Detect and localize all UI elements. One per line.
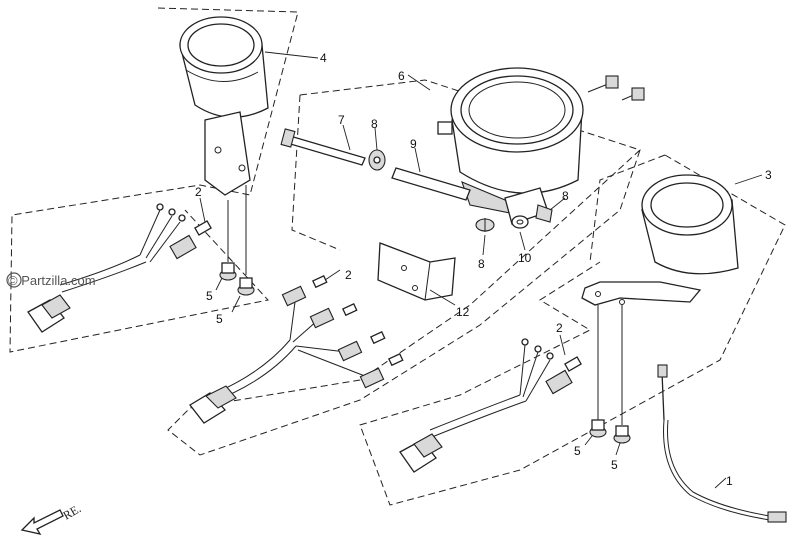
bolt-long (280, 128, 366, 166)
callout-gauge-center: 6 (398, 69, 405, 83)
watermark-text: © Partzilla.com (8, 273, 96, 288)
callout-wire-harness-center: 2 (345, 268, 352, 282)
callout-gauge-left: 4 (320, 51, 327, 65)
leader-lines (199, 51, 763, 489)
front-arrow-icon (20, 509, 64, 535)
gauge-left (179, 16, 269, 196)
gauge-right (581, 174, 739, 306)
copyright-symbol-icon (6, 272, 22, 288)
screw-left-2 (237, 185, 255, 296)
callout-nut-lower: 8 (478, 257, 485, 271)
screw-right-1 (589, 305, 607, 438)
callout-screw-left-1: 5 (206, 289, 213, 303)
bolt-top-right-2 (621, 87, 645, 101)
spacer (391, 167, 471, 201)
nut-right (535, 204, 553, 223)
callout-wire-harness-left: 2 (195, 185, 202, 199)
callout-cable: 1 (726, 474, 733, 488)
wire-harness-left (27, 203, 212, 333)
callout-bracket-cover: 12 (456, 305, 470, 319)
callout-spacer: 9 (410, 137, 417, 151)
screw-left-1 (219, 200, 237, 281)
wire-harness-center (189, 274, 404, 424)
callout-nut-top: 8 (371, 117, 378, 131)
wire-harness-right (399, 338, 582, 473)
group-outline-left (9, 7, 299, 353)
direction-label: RE. (61, 501, 84, 522)
callout-screw-right-2: 5 (611, 458, 618, 472)
callout-screw-right-1: 5 (574, 444, 581, 458)
direction-indicator: RE. (20, 501, 84, 535)
callout-bolt-long: 7 (338, 113, 345, 127)
callout-wire-harness-right: 2 (556, 321, 563, 335)
washer (511, 215, 529, 229)
nut-lower (475, 218, 495, 232)
bracket-cover (377, 242, 456, 301)
speedometer-cable (657, 364, 787, 523)
callout-gauge-right: 3 (765, 168, 772, 182)
nut-top (368, 149, 386, 171)
gauge-center (437, 67, 584, 225)
callout-labels: 4 6 3 7 8 9 8 8 10 12 2 2 2 5 5 5 5 1 (195, 51, 772, 488)
group-outline-right (359, 154, 786, 506)
bolt-top-right-1 (587, 75, 619, 93)
watermark: © Partzilla.com (6, 272, 96, 288)
callout-nut-right: 8 (562, 189, 569, 203)
screw-right-2 (613, 305, 631, 444)
callout-washer: 10 (518, 251, 532, 265)
callout-screw-left-2: 5 (216, 312, 223, 326)
